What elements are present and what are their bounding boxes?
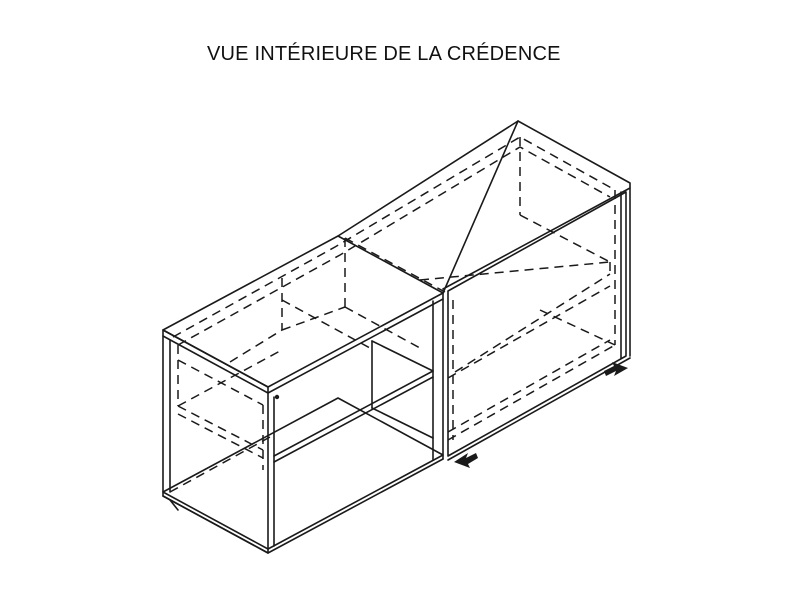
- hidden-divider-top: [344, 237, 446, 293]
- diagram-title: VUE INTÉRIEURE DE LA CRÉDENCE: [207, 43, 561, 65]
- hidden-right-shelf-front-2: [454, 273, 611, 373]
- right-cabinet: [337, 120, 631, 461]
- hidden-top-inner-back-2: [177, 146, 611, 346]
- knob-icon: [274, 394, 280, 400]
- hidden-left-shelf-front-2: [177, 413, 264, 459]
- hidden-left-upper: [177, 359, 264, 406]
- hidden-left-shelf-front: [177, 405, 264, 451]
- hidden-right-shelf-front: [447, 285, 611, 379]
- hidden-left-floor-back: [169, 436, 271, 493]
- left-cabinet: [162, 235, 444, 554]
- hidden-divider-mid: [344, 306, 421, 349]
- sliding-door: [447, 191, 627, 457]
- hidden-box-top: [281, 299, 371, 349]
- hidden-right-shelf-rear: [419, 261, 611, 281]
- hidden-top-inner-back: [172, 136, 616, 338]
- top-back-edge: [337, 120, 519, 237]
- right-top-slab: [442, 120, 631, 294]
- hidden-right-floor-front-2: [447, 339, 611, 433]
- hidden-box-back: [281, 306, 346, 331]
- slide-arrows: [454, 362, 628, 468]
- left-foot: [169, 499, 179, 511]
- door-bottom-edge: [447, 357, 631, 461]
- open-shelf-depth-edge: [371, 340, 434, 372]
- hidden-left-shelf-side: [177, 350, 281, 407]
- open-shelf-front-edge-lower: [273, 376, 434, 463]
- hidden-right-floor-front: [447, 344, 616, 441]
- hidden-right-floor-depth: [539, 309, 616, 346]
- hidden-lines: [169, 136, 616, 493]
- open-shelf-front-edge: [273, 370, 434, 457]
- hidden-right-shelf-back: [519, 214, 611, 263]
- hidden-box-left: [229, 329, 283, 363]
- left-bottom-front-edge: [162, 458, 444, 554]
- arrow-left-icon: [454, 453, 478, 468]
- open-lower-depth-edge: [371, 407, 434, 439]
- arrow-right-icon: [604, 362, 628, 376]
